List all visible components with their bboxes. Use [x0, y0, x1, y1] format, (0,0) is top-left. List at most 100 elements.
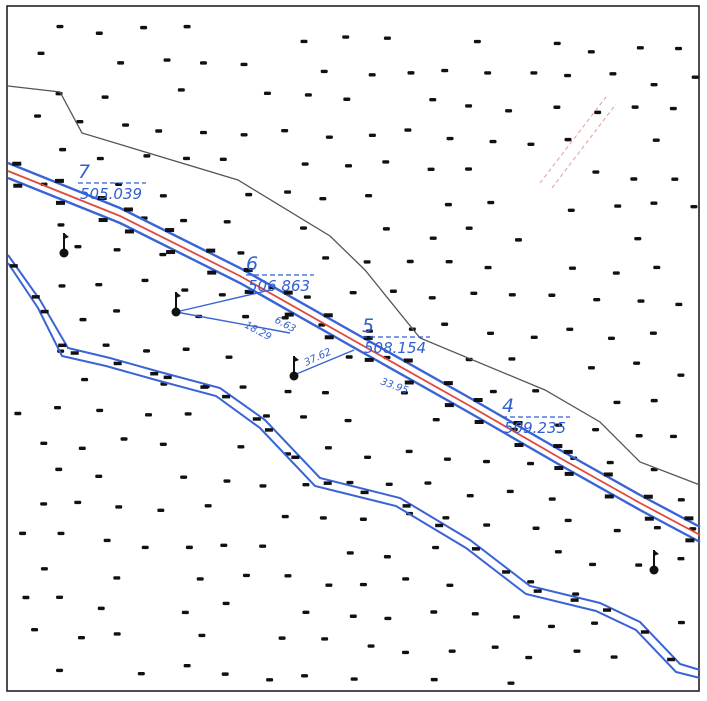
survey-point-dash — [219, 157, 227, 162]
survey-point-dash — [484, 71, 492, 75]
survey-point-dash — [506, 489, 514, 494]
lower-line-mark — [435, 523, 444, 528]
survey-point-dash — [607, 336, 615, 340]
survey-point-dash — [441, 68, 449, 73]
survey-point-dash — [483, 523, 491, 527]
survey-point-dash — [427, 167, 435, 172]
lower-line-mark — [402, 504, 411, 508]
survey-point-dash — [389, 289, 397, 293]
survey-point-dash — [95, 31, 103, 35]
corridor-mark — [474, 420, 484, 425]
station-number: 7 — [78, 161, 90, 183]
corridor-mark — [644, 516, 654, 521]
survey-point-dash — [322, 256, 330, 260]
survey-point-dash — [507, 681, 515, 685]
survey-point-dash — [473, 39, 481, 44]
lower-line-mark — [603, 608, 612, 612]
survey-point-dash — [74, 244, 82, 249]
lower-line-mark — [360, 490, 369, 495]
corridor-mark — [323, 313, 333, 318]
survey-point-dash — [57, 531, 65, 536]
survey-point-dash — [155, 129, 163, 133]
corridor-mark — [207, 270, 217, 275]
survey-point-dash — [424, 481, 432, 485]
corridor-mark — [554, 466, 564, 471]
survey-point-dash — [141, 278, 149, 283]
survey-point-dash — [553, 41, 561, 46]
corridor-mark — [563, 449, 573, 454]
survey-point-dash — [653, 265, 661, 270]
survey-point-dash — [325, 583, 333, 587]
survey-point-dash — [592, 170, 600, 174]
lower-line-mark — [58, 343, 67, 348]
survey-point-dash — [284, 389, 292, 394]
lower-line-mark — [502, 570, 511, 574]
survey-point-dash — [185, 545, 193, 550]
survey-point-dash — [182, 156, 190, 161]
survey-point-dash — [259, 484, 267, 488]
survey-point-dash — [508, 357, 516, 361]
survey-point-dash — [442, 516, 450, 520]
corridor-mark — [603, 472, 613, 477]
survey-point-dash — [242, 573, 250, 578]
survey-point-flag-icon — [171, 292, 181, 317]
survey-point-dash — [564, 73, 572, 78]
survey-point-dash — [120, 437, 128, 441]
corridor-mark — [564, 471, 574, 476]
survey-point-dash — [505, 109, 513, 113]
survey-point-dash — [677, 373, 685, 377]
survey-point-dash — [402, 650, 410, 655]
survey-point-dash — [404, 128, 412, 132]
survey-point-dash — [466, 494, 474, 498]
survey-point-dash — [300, 226, 308, 230]
survey-point-dash — [58, 284, 66, 288]
lower-line-mark — [150, 371, 159, 376]
survey-point-dash — [40, 441, 48, 446]
survey-point-dash — [636, 46, 644, 50]
corridor-mark — [443, 381, 453, 386]
survey-point-dash — [489, 139, 497, 144]
survey-point-dash — [432, 545, 440, 550]
survey-point-dash — [56, 668, 64, 673]
survey-point-dash — [441, 322, 449, 326]
survey-point-dash — [349, 290, 357, 295]
survey-point-dash — [432, 417, 440, 422]
survey-point-dash — [221, 672, 229, 676]
offset-lines — [175, 289, 355, 376]
survey-point-dash — [157, 508, 165, 513]
survey-point-dash — [593, 297, 601, 302]
corridor-mark — [473, 398, 483, 403]
survey-point-dash — [143, 349, 151, 353]
survey-point-dash — [512, 615, 520, 619]
lower-line-mark — [640, 630, 649, 634]
survey-point-dash — [320, 69, 328, 74]
survey-point-dash — [430, 610, 438, 614]
corridor-mark — [513, 421, 523, 426]
survey-point-dash — [630, 177, 638, 181]
survey-point-dash — [587, 50, 595, 54]
survey-point-dash — [56, 595, 64, 599]
survey-point-dash — [95, 282, 103, 287]
survey-point-dash — [566, 327, 574, 332]
survey-point-dash — [301, 674, 309, 678]
lower-line-mark — [9, 264, 18, 268]
survey-point-dash — [183, 664, 191, 668]
survey-point-dash — [140, 25, 148, 30]
survey-point-dash — [382, 160, 390, 164]
corridor-mark — [206, 248, 216, 253]
survey-point-dash — [635, 563, 643, 567]
survey-point-dash — [482, 459, 490, 464]
survey-point-dash — [382, 227, 390, 231]
station-number: 4 — [502, 395, 514, 417]
survey-point-dash — [284, 190, 292, 194]
survey-point-dash — [324, 446, 332, 450]
survey-point-dash — [514, 238, 522, 242]
survey-point-dash — [400, 391, 408, 395]
survey-point-dash — [37, 51, 45, 56]
survey-point-dash — [79, 317, 87, 322]
survey-point-dash — [281, 514, 289, 519]
survey-point-dash — [240, 62, 248, 67]
